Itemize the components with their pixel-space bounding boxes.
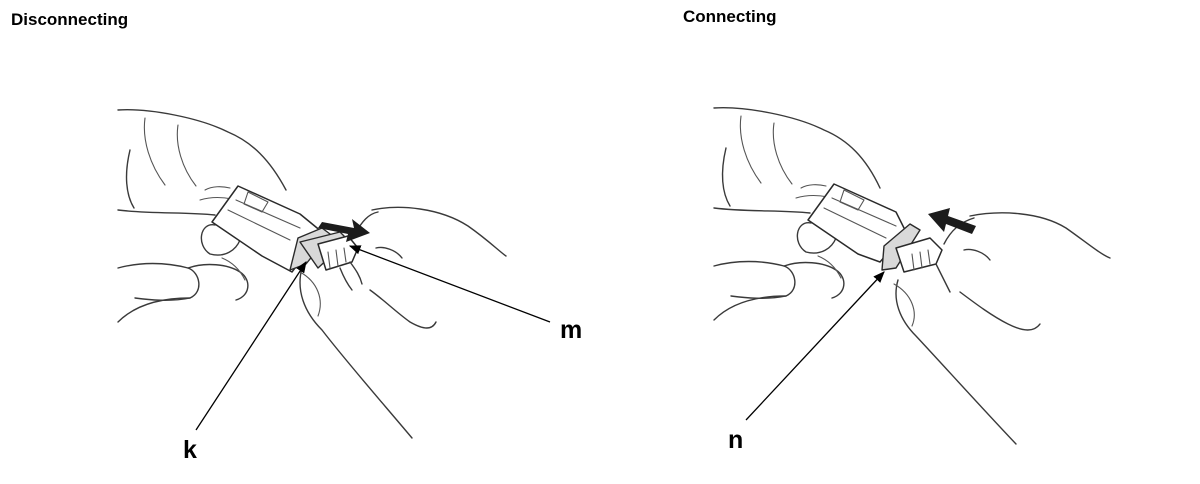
pull-arrow <box>318 219 370 242</box>
leader-line-n <box>745 271 885 421</box>
left-hand <box>713 107 881 321</box>
push-arrow <box>928 208 976 234</box>
connector-plug <box>895 237 943 273</box>
callout-n: n <box>728 426 744 454</box>
connector-plug-m <box>317 235 363 291</box>
callout-m: m <box>560 316 583 344</box>
leader-line-m <box>348 245 551 323</box>
callout-k: k <box>183 436 197 464</box>
connecting-illustration <box>713 107 1111 445</box>
connector-housing-left <box>807 183 907 263</box>
disconnecting-illustration <box>117 109 551 439</box>
left-hand <box>117 109 287 323</box>
right-hand <box>893 212 1111 445</box>
connecting-title: Connecting <box>683 7 777 26</box>
leader-line-k <box>195 261 307 431</box>
disconnecting-title: Disconnecting <box>11 10 129 29</box>
